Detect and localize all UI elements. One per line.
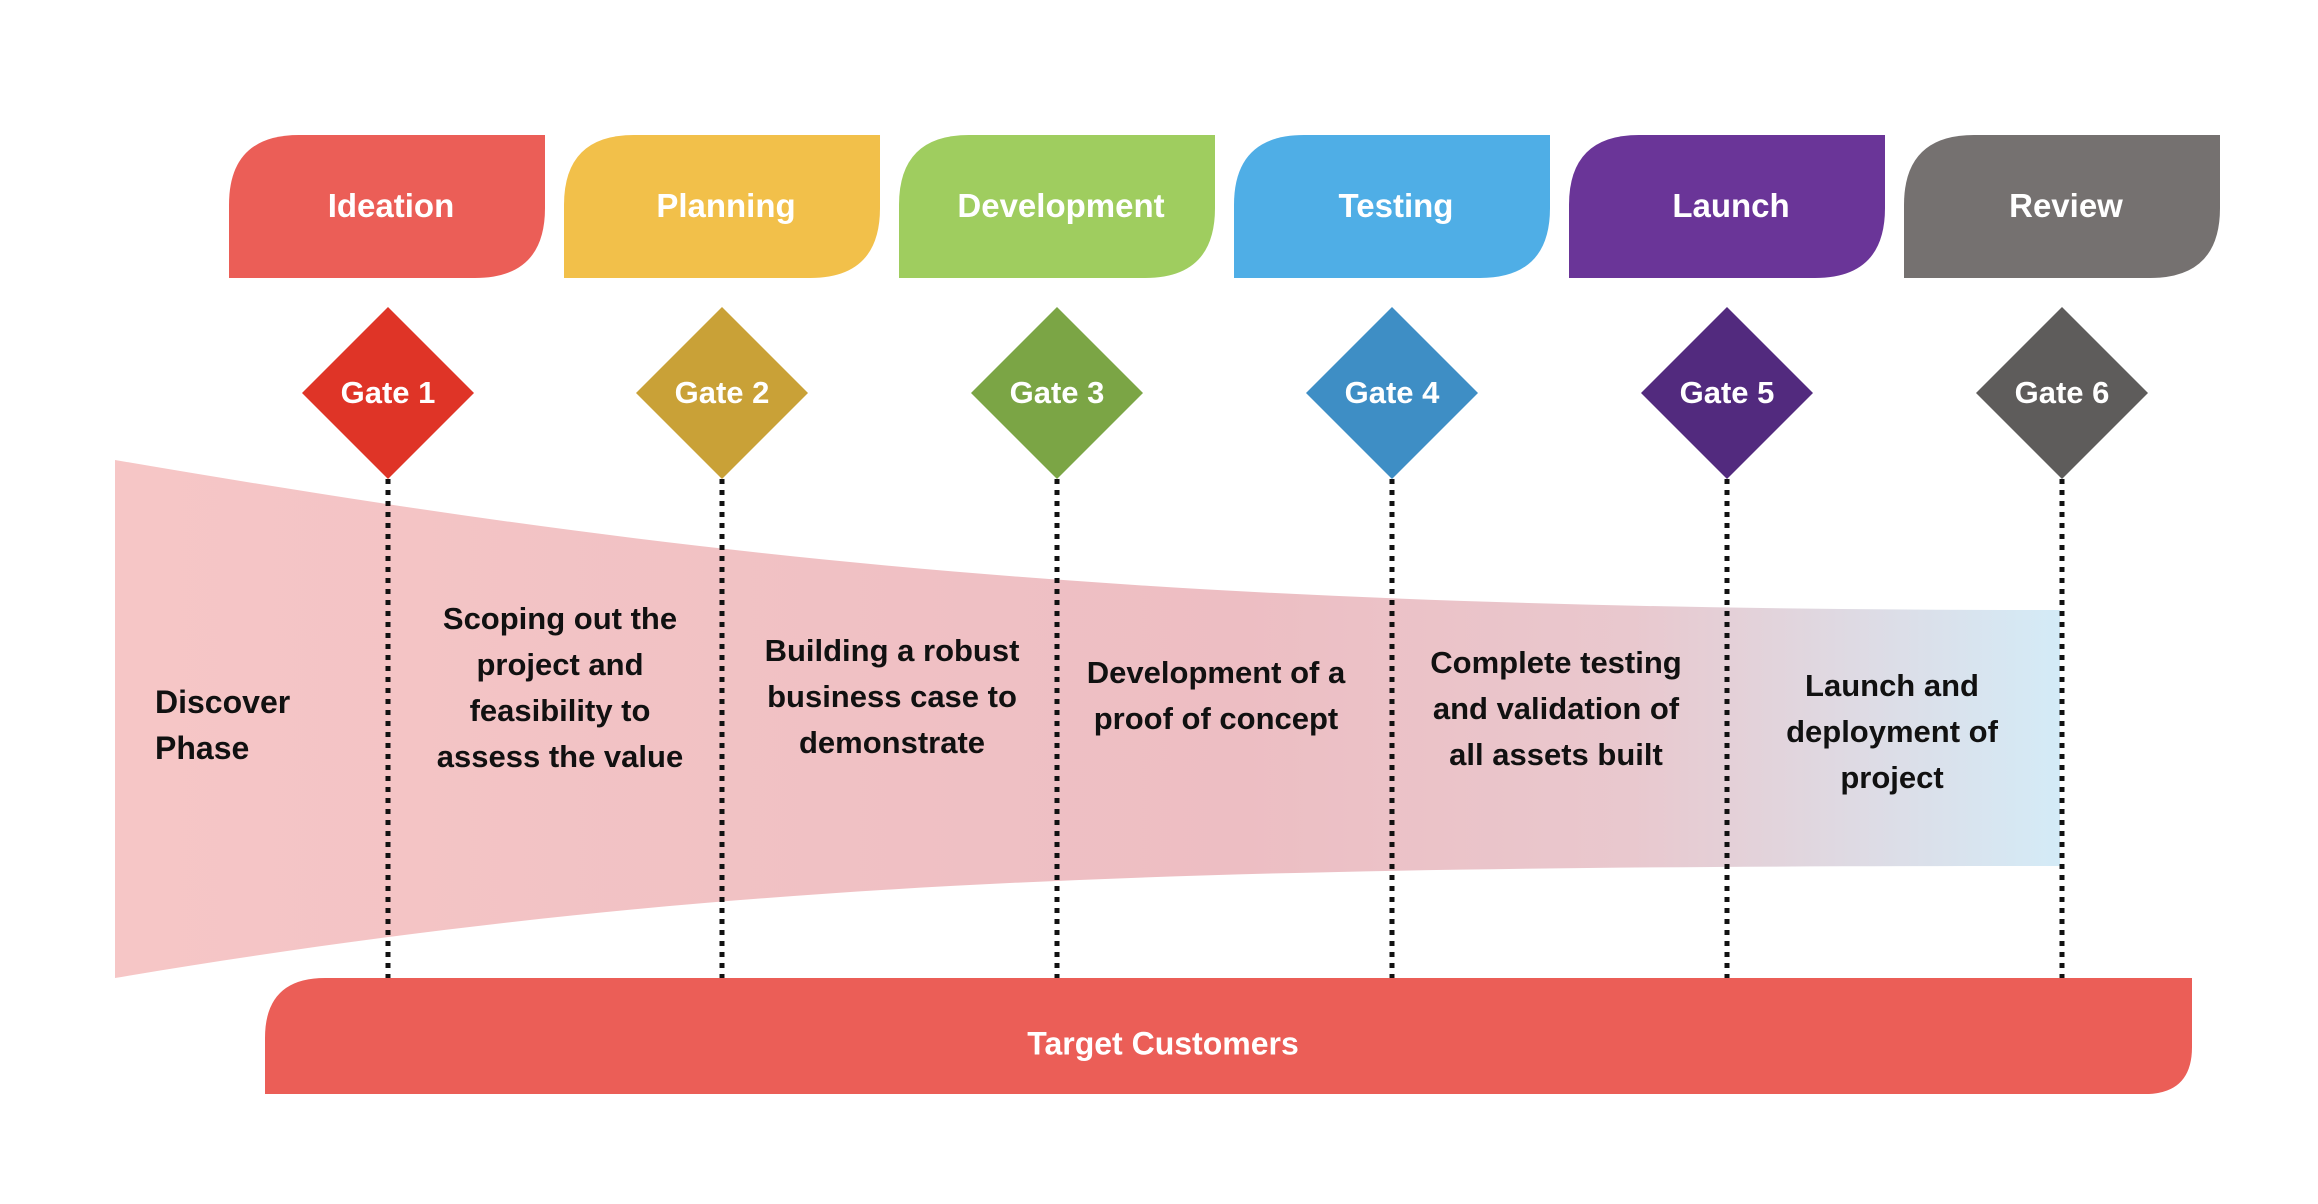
gate-3-diamond: Gate 3	[971, 307, 1143, 479]
phase-tab-label: Planning	[656, 187, 795, 224]
gate-diamond-shape	[1306, 307, 1478, 479]
stage-description-3: Development of a proof of concept	[1087, 655, 1346, 736]
phase-tab-shape	[229, 135, 545, 278]
discover-phase-line: Discover	[155, 684, 290, 720]
stage-description-line: Development of a	[1087, 655, 1346, 690]
gate-diamond-shape	[1976, 307, 2148, 479]
phase-tab-shape	[899, 135, 1215, 278]
phase-tab-label: Launch	[1672, 187, 1789, 224]
phase-tab-label: Development	[957, 187, 1164, 224]
stage-description-line: Building a robust	[765, 633, 1020, 668]
gate-label: Gate 6	[2015, 375, 2110, 410]
phase-tab-launch: Launch	[1569, 135, 1885, 278]
stage-description-line: and validation of	[1433, 691, 1680, 726]
stage-description-4: Complete testing and validation of all ass…	[1430, 645, 1681, 772]
stage-description-line: deployment of	[1786, 714, 1999, 749]
gate-diamond-shape	[302, 307, 474, 479]
gate-diamonds: Gate 1 Gate 2 Gate 3 Gate 4 Gate 5 Gate 6	[302, 307, 2148, 479]
gate-label: Gate 3	[1010, 375, 1105, 410]
stage-description-5: Launch and deployment of project	[1786, 668, 1999, 795]
stage-description-line: business case to	[767, 679, 1017, 714]
stage-description-line: project and	[476, 647, 643, 682]
gate-5-diamond: Gate 5	[1641, 307, 1813, 479]
phase-tabs: Ideation Planning Development Testing Launch…	[229, 135, 2220, 278]
funnel-band	[115, 460, 2060, 978]
target-customers-label: Target Customers	[1027, 1025, 1298, 1061]
stage-description-line: Launch and	[1805, 668, 1979, 703]
gate-label: Gate 2	[675, 375, 770, 410]
phase-tab-review: Review	[1904, 135, 2220, 278]
phase-tab-shape	[1569, 135, 1885, 278]
gate-diamond-shape	[1641, 307, 1813, 479]
phase-tab-development: Development	[899, 135, 1215, 278]
gate-diamond-shape	[971, 307, 1143, 479]
target-customers-shape	[265, 978, 2192, 1094]
stage-description-line: proof of concept	[1094, 701, 1339, 736]
stage-description-2: Building a robust business case to demonst…	[765, 633, 1020, 760]
stage-description-line: assess the value	[437, 739, 683, 774]
target-customers-bar: Target Customers	[265, 978, 2192, 1094]
phase-tab-shape	[564, 135, 880, 278]
gate-4-diamond: Gate 4	[1306, 307, 1478, 479]
stage-description-line: demonstrate	[799, 725, 985, 760]
phase-tab-label: Ideation	[328, 187, 455, 224]
stage-description-line: feasibility to	[470, 693, 651, 728]
discover-phase-line: Phase	[155, 730, 249, 766]
stage-description-line: project	[1840, 760, 1943, 795]
stage-description-line: Complete testing	[1430, 645, 1681, 680]
gate-6-diamond: Gate 6	[1976, 307, 2148, 479]
discover-phase-label: Discover Phase	[155, 684, 299, 766]
stage-description-line: all assets built	[1449, 737, 1663, 772]
phase-tab-testing: Testing	[1234, 135, 1550, 278]
gate-2-diamond: Gate 2	[636, 307, 808, 479]
gate-label: Gate 1	[341, 375, 436, 410]
stage-description-1: Scoping out the project and feasibility to…	[437, 601, 683, 774]
phase-tab-planning: Planning	[564, 135, 880, 278]
stage-description-line: Scoping out the	[443, 601, 677, 636]
stage-descriptions: Scoping out the project and feasibility to…	[437, 601, 1999, 795]
phase-tab-label: Testing	[1339, 187, 1454, 224]
gate-diamond-shape	[636, 307, 808, 479]
gate-label: Gate 5	[1680, 375, 1775, 410]
phase-tab-shape	[1234, 135, 1550, 278]
phase-tab-shape	[1904, 135, 2220, 278]
phase-tab-ideation: Ideation	[229, 135, 545, 278]
gate-1-diamond: Gate 1	[302, 307, 474, 479]
phase-tab-label: Review	[2009, 187, 2123, 224]
gate-label: Gate 4	[1345, 375, 1441, 410]
